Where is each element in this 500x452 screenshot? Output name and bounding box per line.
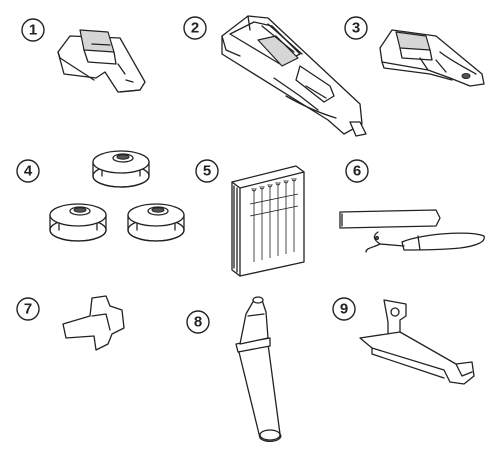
callout-8: 8 <box>186 310 210 334</box>
callout-5: 5 <box>195 159 219 183</box>
svg-text:8: 8 <box>194 314 202 331</box>
svg-text:6: 6 <box>353 163 361 180</box>
bobbin-right <box>127 203 185 242</box>
bobbin-top <box>92 150 150 188</box>
quilting-guide-icon <box>359 299 475 385</box>
svg-text:1: 1 <box>29 22 37 39</box>
svg-text:3: 3 <box>352 20 360 37</box>
bobbins-icon <box>49 150 185 242</box>
buttonhole-foot-icon <box>221 15 367 137</box>
zigzag-presser-foot-icon <box>57 29 146 93</box>
svg-text:9: 9 <box>340 301 348 318</box>
callout-3: 3 <box>344 16 368 40</box>
svg-text:2: 2 <box>191 20 199 37</box>
callout-1: 1 <box>21 18 45 42</box>
svg-text:7: 7 <box>24 301 32 318</box>
svg-text:5: 5 <box>203 163 211 180</box>
brush-and-seam-ripper-icon <box>339 209 485 253</box>
bobbin-left <box>49 203 107 242</box>
callout-2: 2 <box>183 16 207 40</box>
callout-6: 6 <box>345 159 369 183</box>
callout-7: 7 <box>16 297 40 321</box>
spool-pin-icon <box>235 296 282 443</box>
callout-4: 4 <box>16 159 40 183</box>
screwdriver-icon <box>62 295 125 351</box>
svg-text:4: 4 <box>24 163 33 180</box>
needle-pack-icon <box>231 165 305 277</box>
hemmer-foot-icon <box>379 29 485 87</box>
callout-9: 9 <box>332 297 356 321</box>
